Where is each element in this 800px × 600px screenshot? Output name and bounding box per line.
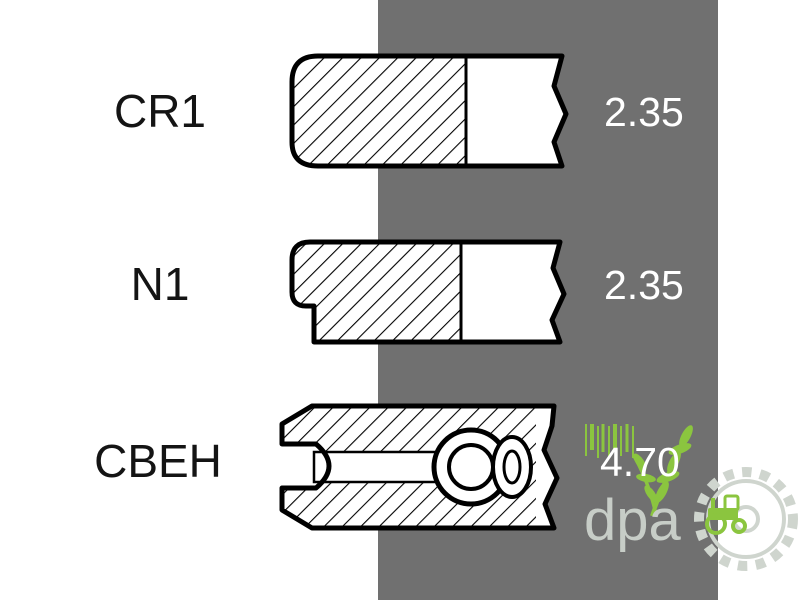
ring-thickness-value: 2.35 bbox=[604, 89, 684, 135]
ring-profile-cr1 bbox=[289, 53, 569, 169]
ring-thickness-value: 4.70 bbox=[600, 439, 680, 485]
ring-label: CBEH bbox=[94, 435, 222, 487]
ring-label: CR1 bbox=[113, 85, 207, 137]
coil-spring bbox=[431, 427, 533, 507]
ring-profile-n1 bbox=[289, 239, 567, 345]
ring-profile-cbeh bbox=[279, 403, 560, 531]
oil-ring-channel bbox=[312, 450, 443, 484]
ring-thickness-value: 2.35 bbox=[604, 262, 684, 308]
ring-label: N1 bbox=[130, 258, 190, 310]
